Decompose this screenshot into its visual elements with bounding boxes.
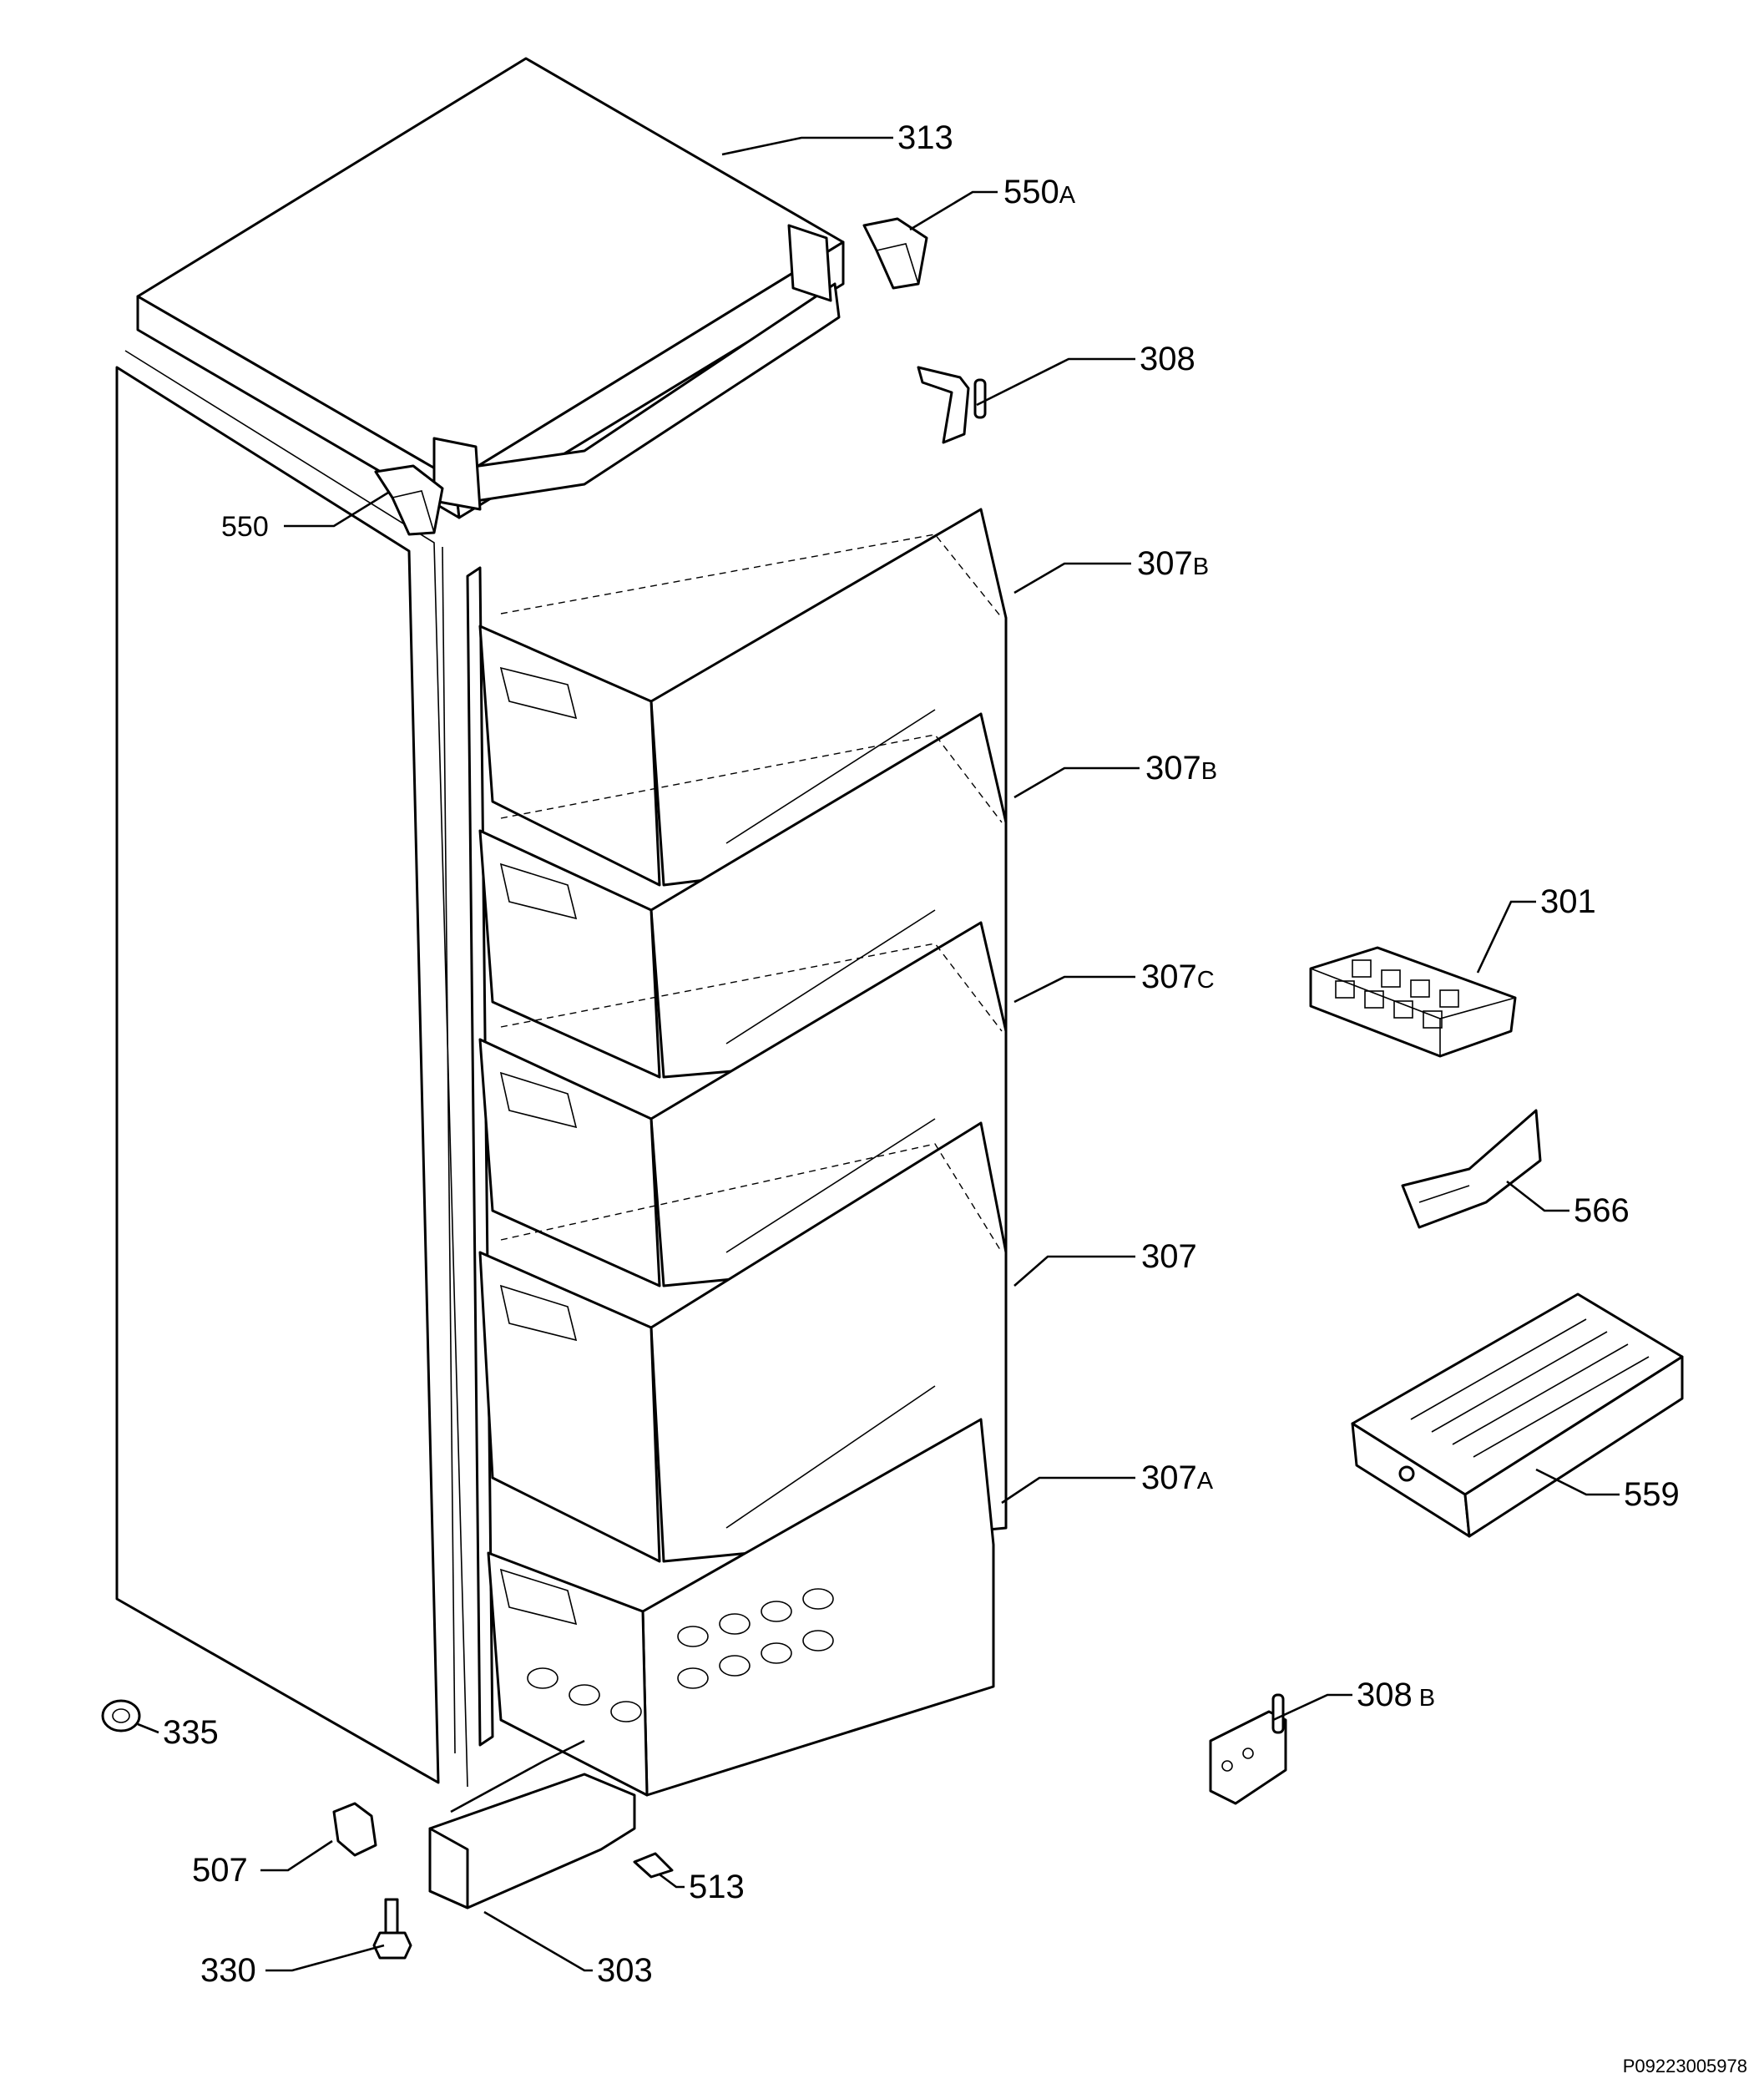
label-307b-top: 307B — [1137, 545, 1209, 582]
label-303: 303 — [597, 1952, 653, 1989]
label-313: 313 — [897, 119, 953, 156]
hinge-308b — [1209, 1693, 1287, 1805]
svg-text:507: 507 — [192, 1852, 248, 1889]
part-513 — [633, 1852, 674, 1879]
svg-text:513: 513 — [689, 1869, 745, 1905]
svg-text:307A: 307A — [1141, 1459, 1214, 1496]
hinge-cap-550a — [862, 217, 928, 290]
label-301: 301 — [1540, 883, 1596, 920]
cabinet-body — [115, 350, 494, 1788]
svg-text:566: 566 — [1574, 1192, 1630, 1229]
drawer-307 — [478, 1121, 1008, 1563]
ice-cube-tray-301 — [1309, 946, 1517, 1058]
svg-text:308 B: 308 B — [1357, 1677, 1435, 1713]
svg-text:550A: 550A — [1003, 174, 1076, 210]
drawer-307a — [487, 1418, 995, 1797]
svg-text:313: 313 — [897, 119, 953, 156]
svg-text:307B: 307B — [1145, 750, 1217, 787]
drawing-code: P09223005978 — [1623, 2056, 1747, 2076]
hinge-bracket-308 — [917, 366, 987, 444]
svg-text:301: 301 — [1540, 883, 1596, 920]
label-335: 335 — [163, 1714, 219, 1751]
label-307c: 307C — [1141, 959, 1215, 995]
leader-lines — [137, 136, 1620, 1972]
top-cover-313 — [136, 57, 845, 519]
label-550: 550 — [221, 511, 269, 543]
label-330: 330 — [200, 1952, 256, 1989]
clip-507 — [332, 1802, 377, 1857]
label-307a: 307A — [1141, 1459, 1214, 1496]
adjustable-foot-330 — [372, 1898, 412, 1960]
label-566: 566 — [1574, 1192, 1630, 1229]
ice-scraper-566 — [1401, 1109, 1542, 1229]
svg-text:307: 307 — [1141, 1238, 1197, 1275]
label-307: 307 — [1141, 1238, 1197, 1275]
svg-text:550: 550 — [221, 511, 269, 543]
label-507: 507 — [192, 1852, 248, 1889]
svg-text:307B: 307B — [1137, 545, 1209, 582]
hinge-cap-550 — [374, 464, 444, 536]
svg-text:307C: 307C — [1141, 959, 1215, 995]
svg-text:308: 308 — [1140, 341, 1195, 377]
cold-accumulator-559 — [1351, 1292, 1684, 1538]
plinth-303 — [428, 1739, 636, 1909]
label-559: 559 — [1624, 1476, 1680, 1513]
svg-text:335: 335 — [163, 1714, 219, 1751]
svg-text:330: 330 — [200, 1952, 256, 1989]
foot-335 — [101, 1699, 141, 1732]
svg-text:303: 303 — [597, 1952, 653, 1989]
label-308: 308 — [1140, 341, 1195, 377]
label-307b-second: 307B — [1145, 750, 1217, 787]
label-550a: 550A — [1003, 174, 1076, 210]
svg-text:559: 559 — [1624, 1476, 1680, 1513]
label-513: 513 — [689, 1869, 745, 1905]
label-308b: 308 B — [1357, 1677, 1435, 1713]
